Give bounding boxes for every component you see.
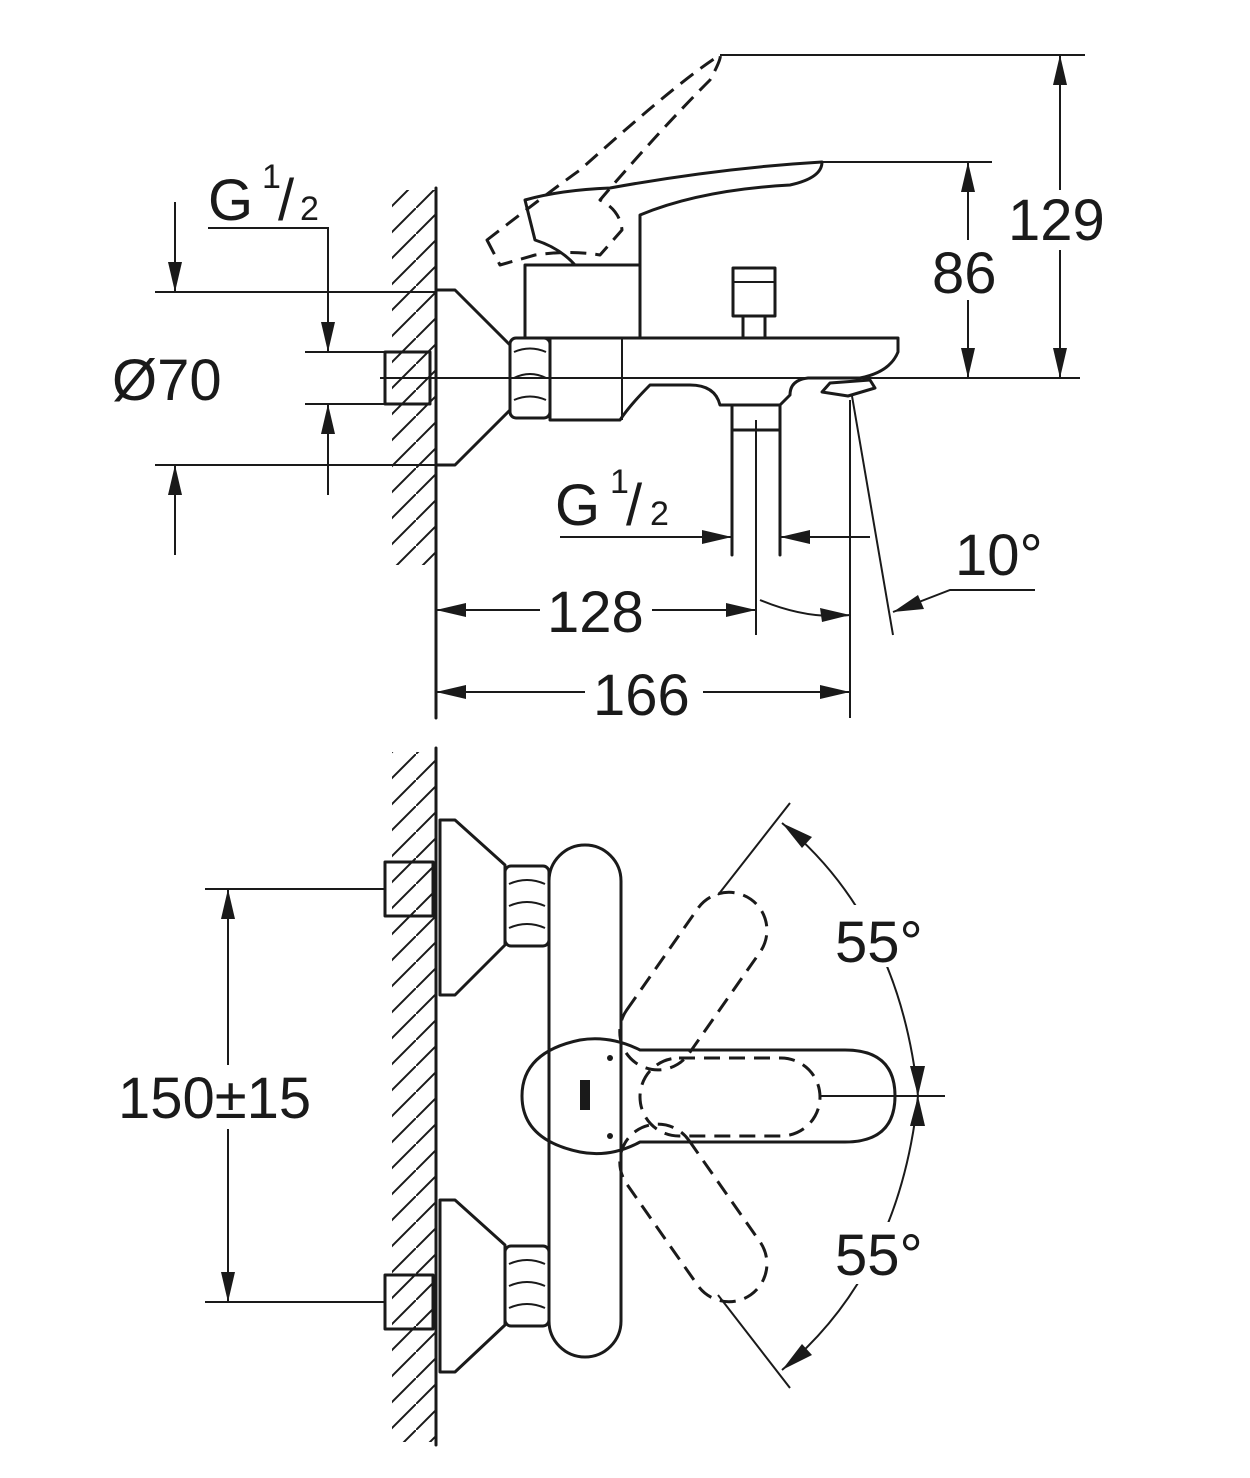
svg-text:2: 2: [300, 190, 319, 228]
centers-label: 150±15: [118, 1066, 311, 1131]
depth-outlet-label: 128: [547, 580, 644, 645]
top-view: 55° 55° 150±15: [118, 746, 945, 1447]
spout-flow-line: [851, 395, 894, 636]
lever-side-alt: [485, 53, 722, 267]
svg-text:/: /: [278, 168, 295, 233]
spout-tip: [820, 378, 877, 398]
svg-text:1: 1: [610, 463, 629, 501]
thread-label-bottom: G 1 / 2: [555, 463, 669, 538]
wall-hatching-lower: [392, 752, 436, 1442]
depth-spout-label: 166: [593, 663, 690, 728]
hex-nut-top-upper: [503, 864, 551, 948]
angle-upper-label: 55°: [835, 910, 923, 975]
height-total-label: 129: [1008, 188, 1105, 253]
svg-text:/: /: [626, 473, 643, 538]
svg-text:G: G: [555, 473, 600, 538]
mixer-body-top: [547, 843, 623, 1359]
svg-text:2: 2: [650, 495, 669, 533]
side-view: Ø70 G 1 / 2 129 86 G: [112, 53, 1112, 728]
lever-side: [523, 160, 824, 267]
diverter-knob: [731, 266, 777, 318]
diameter-label: Ø70: [112, 348, 222, 413]
thread-label-top: G 1 / 2: [208, 158, 319, 233]
spout-angle-label: 10°: [955, 523, 1043, 588]
escutcheon-top-lower: [438, 1198, 507, 1374]
height-lever-label: 86: [932, 241, 997, 306]
lever-top: [520, 1037, 897, 1156]
svg-text:G: G: [208, 168, 253, 233]
angle-lower-label: 55°: [835, 1223, 923, 1288]
cartridge-housing: [523, 263, 642, 340]
svg-text:1: 1: [262, 158, 281, 196]
lever-top-lower-ghost: [618, 1122, 769, 1304]
hex-nut-top-lower: [503, 1244, 551, 1328]
lever-top-upper-ghost: [618, 890, 769, 1072]
escutcheon-top-upper: [438, 818, 507, 997]
